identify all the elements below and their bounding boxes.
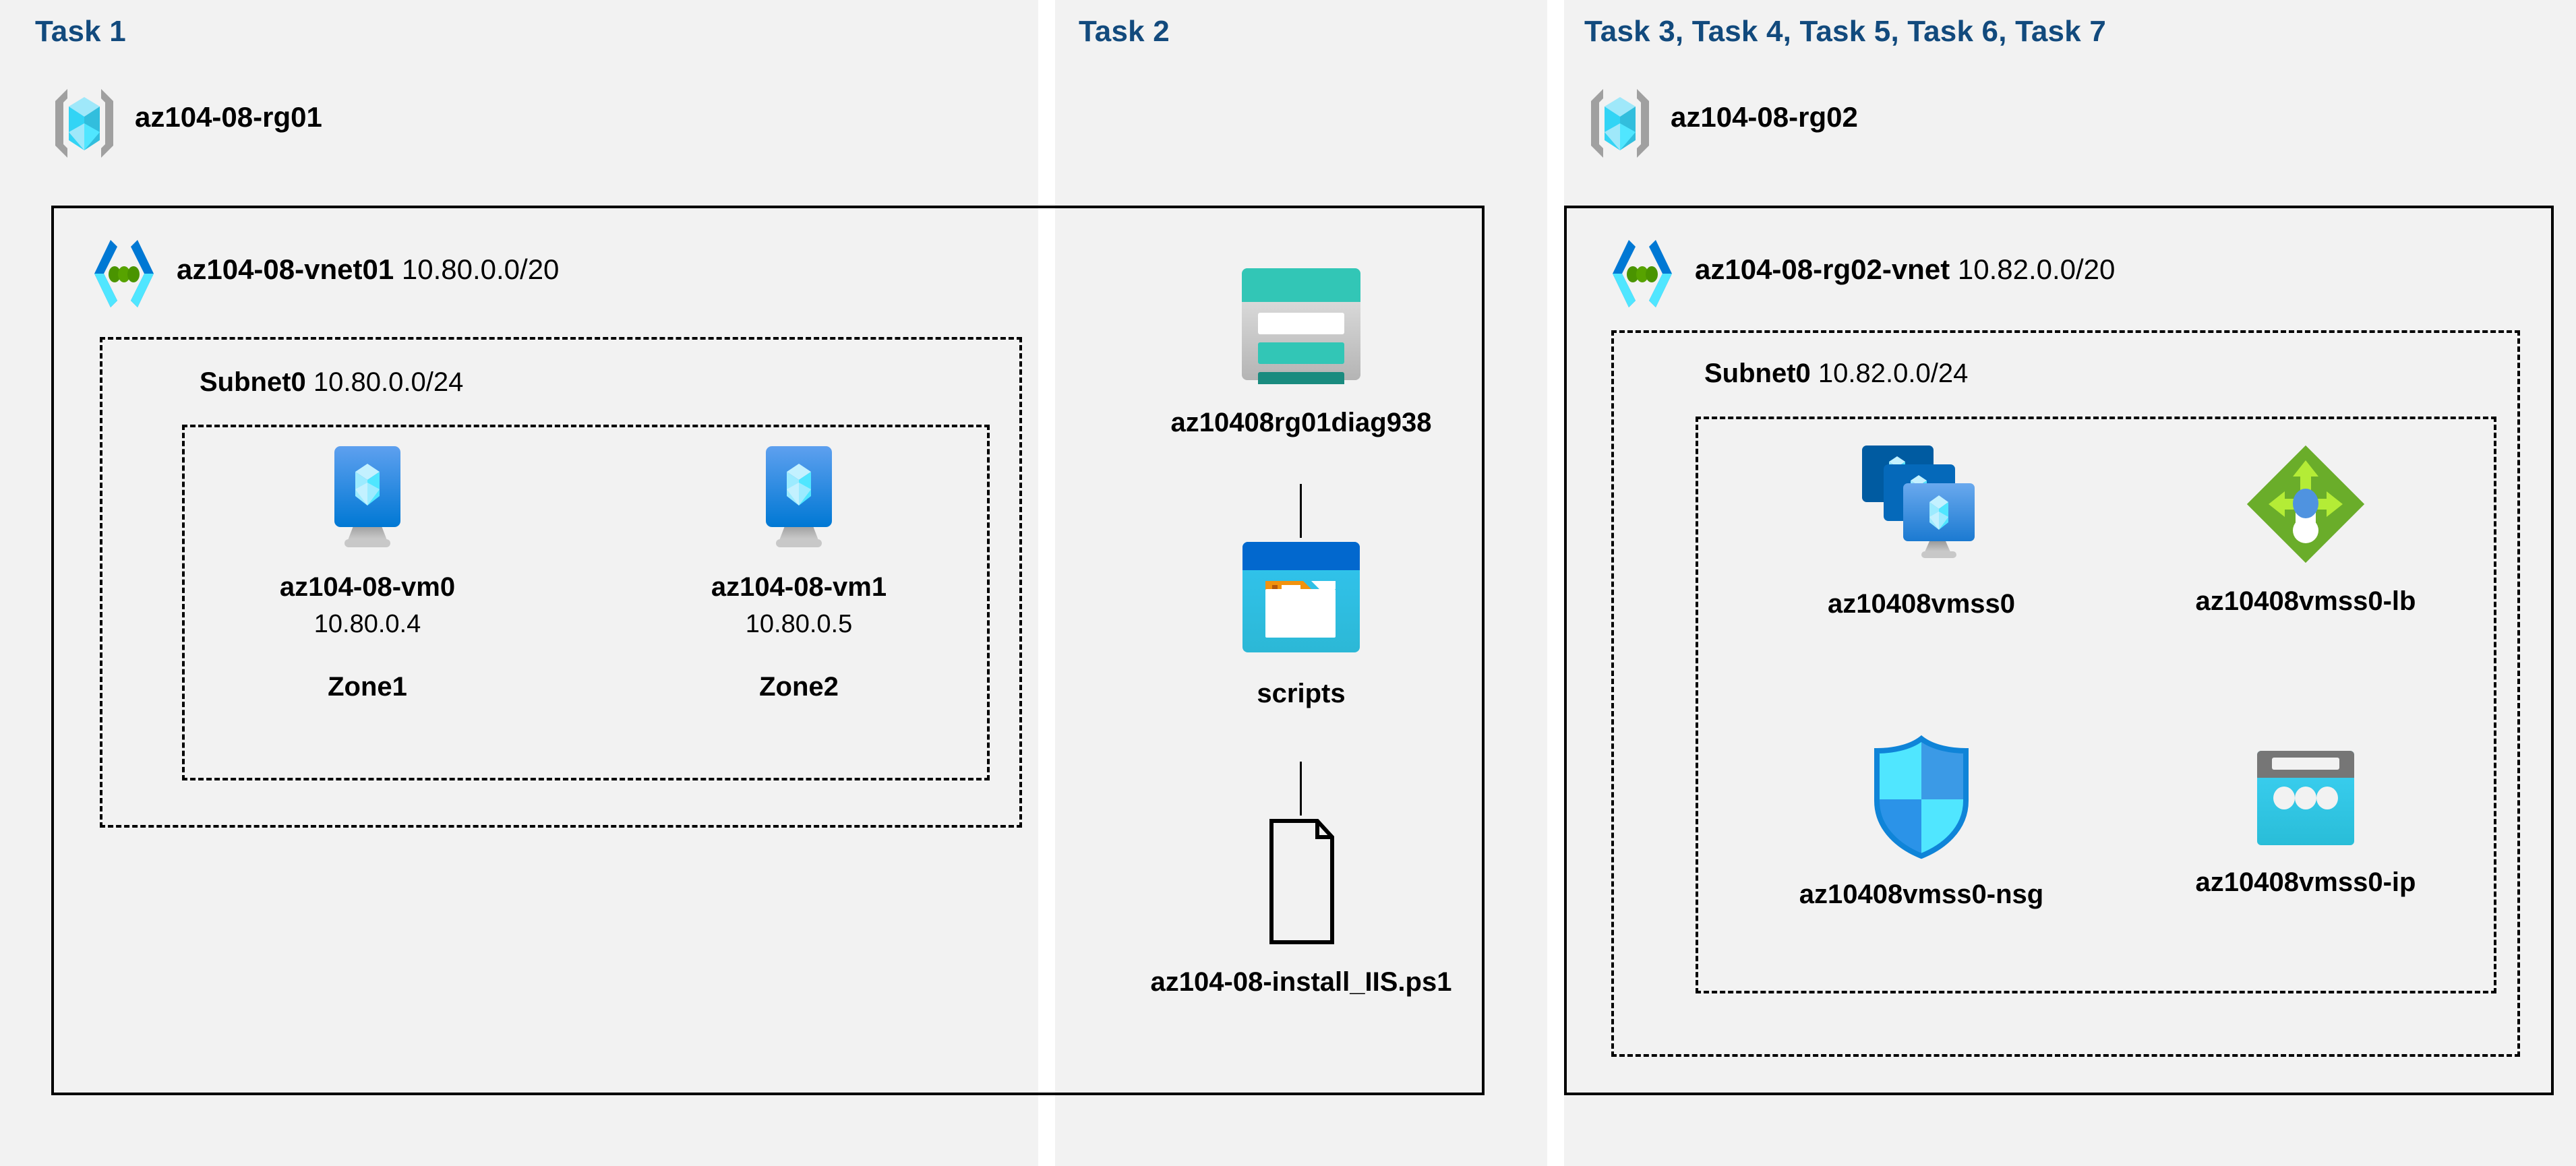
file-icon (1079, 817, 1524, 946)
blob-container-scripts[interactable]: scripts (1079, 539, 1524, 710)
virtual-machine-icon (222, 445, 512, 553)
rg02-header-row: az104-08-rg02 (1584, 86, 2056, 160)
vnet01-cidr: 10.80.0.0/20 (401, 253, 560, 285)
storage-account-icon (1079, 264, 1524, 384)
rg02-vnet-label: az104-08-rg02-vnet 10.82.0.0/20 (1695, 253, 2115, 286)
vm-scale-set-icon (1760, 441, 2083, 570)
vnet01-label: az104-08-vnet01 10.80.0.0/20 (177, 253, 559, 286)
subnet0-rg02-cidr: 10.82.0.0/24 (1818, 359, 1969, 388)
vm-zone-boundary (182, 425, 990, 780)
rg01-header-row: az104-08-rg01 (49, 86, 467, 160)
vmss-name: az10408vmss0 (1827, 589, 2016, 619)
vm1-ip: 10.80.0.5 (745, 610, 853, 638)
subnet0-rg02-label: Subnet0 10.82.0.0/24 (1704, 359, 1968, 389)
subnet0-rg01-boundary (100, 337, 1022, 828)
load-balancer-az10408vmss0-lb[interactable]: az10408vmss0-lb (2144, 441, 2467, 618)
rg02-vnet-name: az104-08-rg02-vnet (1695, 253, 1950, 285)
vnet01-name: az104-08-vnet01 (177, 253, 394, 285)
subnet0-rg02-name: Subnet0 (1704, 359, 1811, 388)
vnet01-boundary (51, 206, 1485, 1095)
blob-container-name: scripts (1257, 679, 1346, 708)
subnet0-rg02-boundary (1611, 330, 2520, 1057)
vm1-zone: Zone2 (759, 672, 839, 702)
public-ip-address-icon (2144, 748, 2467, 848)
connector-scripts-to-file (1300, 762, 1302, 816)
connector-storage-to-scripts (1300, 484, 1302, 538)
vm-az104-08-vm1[interactable]: az104-08-vm1 10.80.0.5 Zone2 (654, 445, 944, 702)
nsg-name: az10408vmss0-nsg (1799, 880, 2044, 909)
rg01-name: az104-08-rg01 (135, 101, 322, 133)
load-balancer-name: az10408vmss0-lb (2195, 586, 2416, 616)
public-ip-az10408vmss0-ip[interactable]: az10408vmss0-ip (2144, 748, 2467, 899)
blob-container-icon (1079, 539, 1524, 655)
vm0-zone: Zone1 (328, 672, 407, 702)
resource-group-icon (1584, 86, 1656, 160)
vm1-name: az104-08-vm1 (711, 572, 887, 602)
load-balancer-icon (2144, 441, 2467, 567)
rg02-vnet-cidr: 10.82.0.0/20 (1957, 253, 2116, 285)
subnet0-rg01-label: Subnet0 10.80.0.0/24 (200, 367, 463, 398)
file-name: az104-08-install_IIS.ps1 (1150, 967, 1452, 997)
subnet0-rg01-name: Subnet0 (200, 367, 306, 397)
file-az104-08-install-iis-ps1[interactable]: az104-08-install_IIS.ps1 (1079, 817, 1524, 999)
resource-group-icon (49, 86, 120, 160)
task2-title: Task 2 (1079, 15, 1170, 48)
virtual-network-icon (1605, 239, 1680, 309)
network-security-group-icon (1760, 735, 2083, 860)
storage-account-name: az10408rg01diag938 (1170, 408, 1432, 437)
panel-task3-7 (1564, 0, 2576, 1166)
rg02-resources-boundary (1696, 417, 2496, 993)
vm0-ip: 10.80.0.4 (313, 610, 421, 638)
task3-7-title: Task 3, Task 4, Task 5, Task 6, Task 7 (1584, 15, 2106, 48)
storage-account-az10408rg01diag938[interactable]: az10408rg01diag938 (1079, 264, 1524, 439)
nsg-az10408vmss0-nsg[interactable]: az10408vmss0-nsg (1760, 735, 2083, 911)
virtual-network-icon (86, 239, 162, 309)
subnet0-rg01-cidr: 10.80.0.0/24 (313, 367, 464, 397)
public-ip-name: az10408vmss0-ip (2195, 867, 2416, 897)
vm-az104-08-vm0[interactable]: az104-08-vm0 10.80.0.4 Zone1 (222, 445, 512, 702)
rg02-vnet-boundary (1564, 206, 2554, 1095)
panel-task1 (0, 0, 1038, 1166)
vmss-az10408vmss0[interactable]: az10408vmss0 (1760, 441, 2083, 621)
virtual-machine-icon (654, 445, 944, 553)
vm0-name: az104-08-vm0 (279, 572, 456, 602)
rg02-name: az104-08-rg02 (1671, 101, 1858, 133)
task1-title: Task 1 (35, 15, 126, 48)
